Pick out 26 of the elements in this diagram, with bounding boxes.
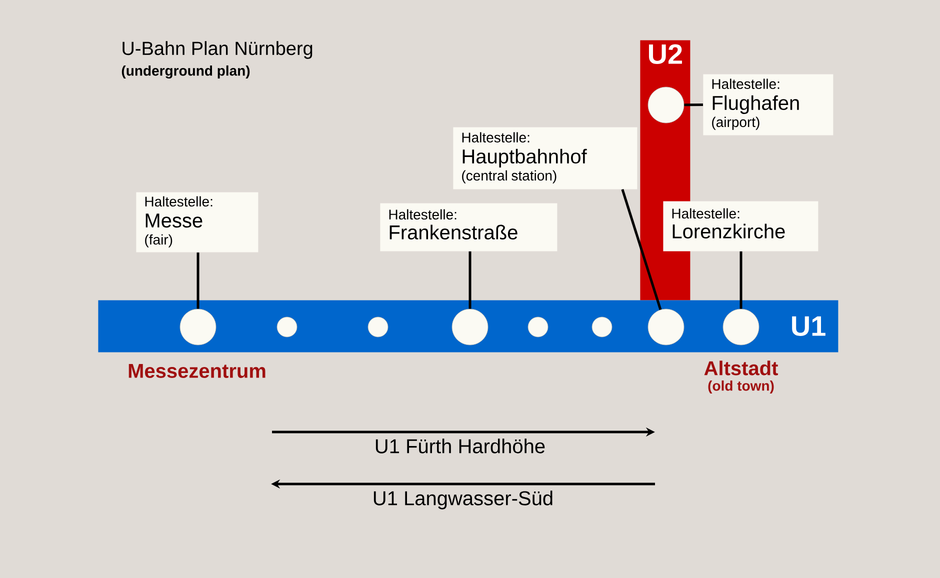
station-circle [648, 86, 684, 124]
station-callout: Haltestelle: Frankenstraße [380, 203, 558, 252]
leader-line [684, 103, 704, 106]
leader-line [196, 252, 200, 309]
direction-label: U1 Langwasser-Süd [374, 490, 552, 510]
station-callout: Haltestelle: Messe (fair) [136, 192, 258, 252]
direction-label: U1 Fürth Hardhöhe [376, 438, 545, 454]
leader-line [468, 251, 472, 309]
station-circle [722, 308, 760, 346]
station-circle [648, 308, 684, 346]
station-circle [368, 316, 388, 338]
station-circle [452, 308, 488, 346]
station-callout: Haltestelle: Lorenzkirche [663, 201, 818, 252]
title: U-Bahn Plan Nürnberg [122, 41, 312, 59]
station-name: Altstadt [704, 360, 778, 376]
station-circle [180, 308, 216, 346]
station-note: (old town) [708, 380, 774, 394]
station-callout: Haltestelle: Hauptbahnhof (central station) [453, 127, 638, 190]
station-name: Messezentrum [128, 364, 266, 378]
leader-line [740, 251, 742, 309]
leader-line [621, 189, 662, 310]
station-circle [528, 316, 548, 338]
station-callout: Haltestelle: Flughafen (airport) [703, 74, 834, 136]
station-circle [276, 316, 298, 338]
station-circle [592, 316, 612, 338]
subtitle: (underground plan) [122, 65, 250, 79]
